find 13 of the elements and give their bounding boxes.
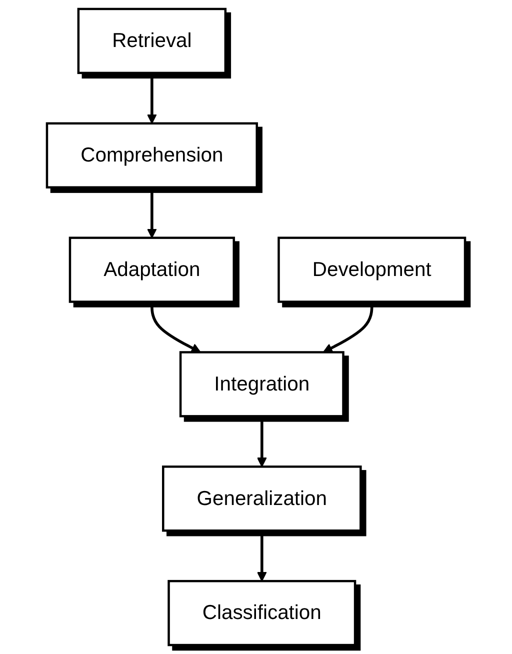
arrow bbox=[146, 187, 157, 238]
node-box: Classification bbox=[168, 580, 356, 646]
arrow bbox=[322, 302, 374, 353]
node-box: Generalization bbox=[162, 466, 362, 532]
arrow bbox=[256, 530, 267, 582]
node-box: Adaptation bbox=[68, 236, 235, 303]
node-box: Development bbox=[278, 236, 466, 303]
arrow bbox=[256, 416, 267, 468]
node-box: Retrieval bbox=[77, 8, 227, 74]
arrow bbox=[150, 302, 201, 353]
node-box: Comprehension bbox=[46, 122, 258, 188]
arrow bbox=[146, 72, 157, 124]
node-box: Integration bbox=[179, 351, 344, 418]
